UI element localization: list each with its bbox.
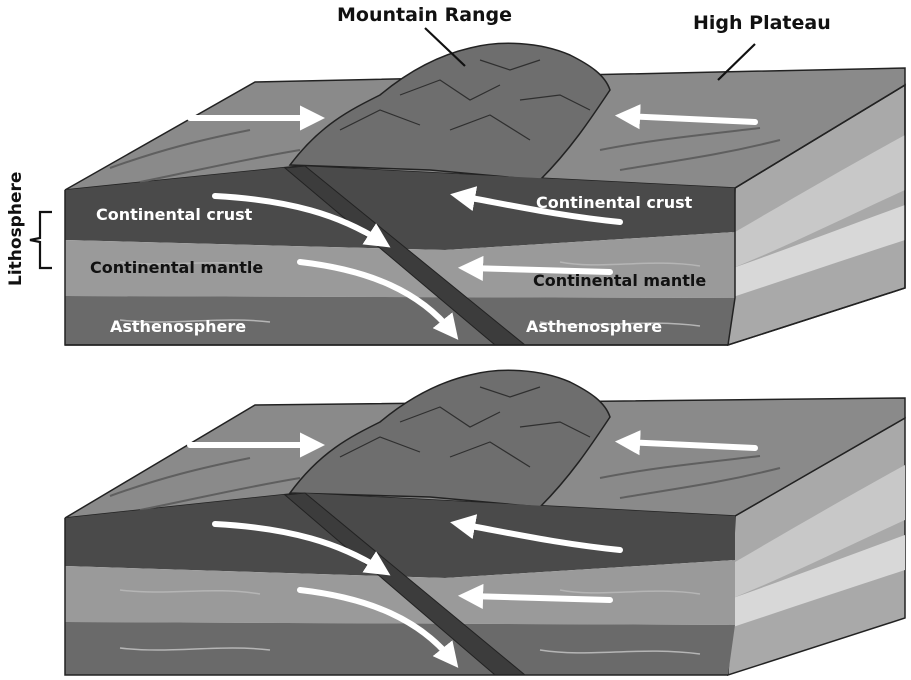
- mountain-range-bottom: [288, 369, 611, 508]
- top-arrow-crust-left: [212, 193, 391, 248]
- mountain-range-label: Mountain Range: [337, 4, 513, 26]
- continental-crust-label-left: Continental crust: [96, 205, 253, 224]
- bottom-arrow-surface-right: [614, 430, 758, 456]
- top-asthenosphere-layer: [65, 296, 735, 345]
- bottom-arrow-asthenosphere-left: [297, 587, 459, 668]
- bottom-block: [64, 369, 906, 677]
- high-plateau-label: High Plateau: [693, 12, 831, 34]
- bottom-arrow-mantle-right: [457, 583, 613, 610]
- bottom-arrow-crust-left: [212, 521, 391, 576]
- continental-crust-label-right: Continental crust: [536, 193, 693, 212]
- mountain-range-top: [288, 42, 611, 181]
- top-arrow-crust-right: [450, 186, 623, 225]
- top-arrow-surface-right: [614, 104, 758, 130]
- bottom-asthenosphere-layer: [65, 622, 735, 675]
- top-crust-layer: [65, 166, 735, 250]
- top-arrow-mantle-right: [457, 255, 613, 282]
- lithosphere-bracket: [29, 210, 52, 270]
- top-block: [29, 27, 906, 347]
- bottom-arrow-crust-right: [450, 514, 623, 553]
- lithosphere-label: Lithosphere: [6, 171, 26, 286]
- asthenosphere-label-right: Asthenosphere: [526, 317, 663, 336]
- continental-mantle-label-left: Continental mantle: [90, 258, 264, 277]
- bottom-crust-layer: [65, 493, 735, 578]
- high-plateau-pointer: [717, 43, 756, 81]
- continental-mantle-label-right: Continental mantle: [533, 271, 707, 290]
- asthenosphere-label-left: Asthenosphere: [110, 317, 247, 336]
- mountain-range-pointer: [424, 27, 466, 67]
- top-arrow-asthenosphere-left: [297, 259, 459, 340]
